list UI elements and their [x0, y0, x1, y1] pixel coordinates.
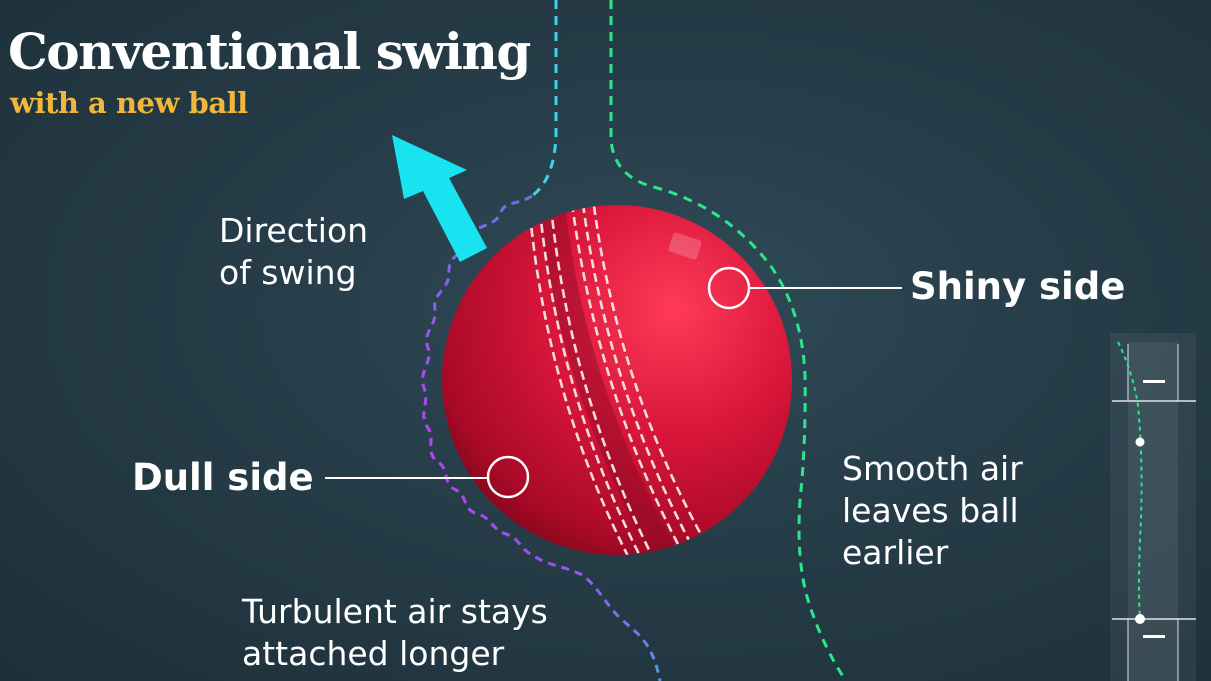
- page-subtitle: with a new ball: [10, 86, 248, 120]
- direction-label-line2: of swing: [219, 253, 357, 292]
- air-flow-line-upper: [531, 0, 558, 198]
- cricket-ball-icon: [442, 205, 792, 555]
- direction-of-swing-label: Direction of swing: [219, 210, 368, 294]
- smooth-air-line1: Smooth air: [842, 449, 1023, 488]
- direction-of-swing-arrow-icon: [392, 135, 487, 262]
- page-title: Conventional swing: [8, 22, 531, 81]
- turbulent-air-label: Turbulent air stays attached longer: [242, 591, 548, 675]
- smooth-air-label: Smooth air leaves ball earlier: [842, 448, 1023, 574]
- smooth-air-line3: earlier: [842, 533, 949, 572]
- dull-side-label: Dull side: [132, 456, 314, 499]
- turbulent-air-flow-line: [421, 194, 662, 681]
- direction-label-line1: Direction: [219, 211, 369, 250]
- shiny-side-label: Shiny side: [910, 265, 1126, 308]
- smooth-air-line2: leaves ball: [842, 491, 1019, 530]
- smooth-air-flow-line: [609, 0, 848, 681]
- pitch-minimap-icon: [1110, 333, 1196, 681]
- turbulent-air-line2: attached longer: [242, 634, 505, 673]
- turbulent-air-line1: Turbulent air stays: [242, 592, 548, 631]
